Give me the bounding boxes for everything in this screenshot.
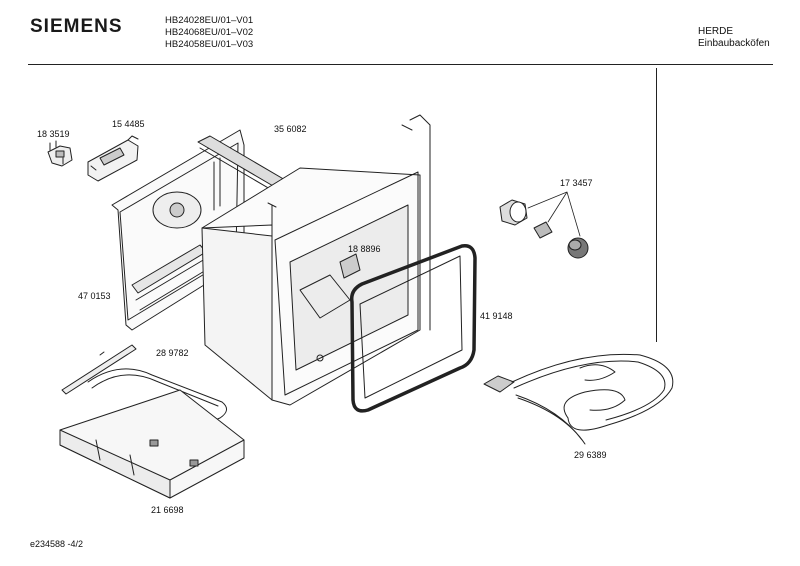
part-label: 28 9782 xyxy=(156,348,189,358)
part-label: 35 6082 xyxy=(274,124,307,134)
model-list: HB24028EU/01–V01 HB24068EU/01–V02 HB2405… xyxy=(165,15,253,51)
part-216698-bottom-tray xyxy=(59,389,245,499)
category-subtitle: Einbaubacköfen xyxy=(698,38,770,49)
part-label: 15 4485 xyxy=(112,119,145,129)
part-label: 21 6698 xyxy=(151,505,184,515)
part-154485-bracket xyxy=(87,135,139,182)
part-label: 17 3457 xyxy=(560,178,593,188)
part-label: 47 0153 xyxy=(78,291,111,301)
part-label: 18 3519 xyxy=(37,129,70,139)
part-label: 41 9148 xyxy=(480,311,513,321)
category-block: HERDE Einbaubacköfen xyxy=(698,26,770,50)
section-divider xyxy=(656,68,657,342)
part-296389-top-heater xyxy=(483,353,674,445)
header-divider xyxy=(28,64,773,65)
part-289782-shelf-support xyxy=(61,344,137,395)
document-id: e234588 -4/2 xyxy=(30,539,84,549)
oven-muffle xyxy=(201,114,431,406)
part-183519-clip xyxy=(47,140,73,167)
category-title: HERDE xyxy=(698,26,734,37)
part-label: 18 8896 xyxy=(348,244,381,254)
model-number: HB24058EU/01–V03 xyxy=(165,39,254,50)
brand-logo: SIEMENS xyxy=(30,16,123,37)
part-label: 29 6389 xyxy=(574,450,607,460)
part-419148-door-seal xyxy=(349,244,477,413)
model-number: HB24068EU/01–V02 xyxy=(165,27,254,38)
part-173457-lamp xyxy=(499,191,589,259)
model-number: HB24028EU/01–V01 xyxy=(165,15,254,26)
